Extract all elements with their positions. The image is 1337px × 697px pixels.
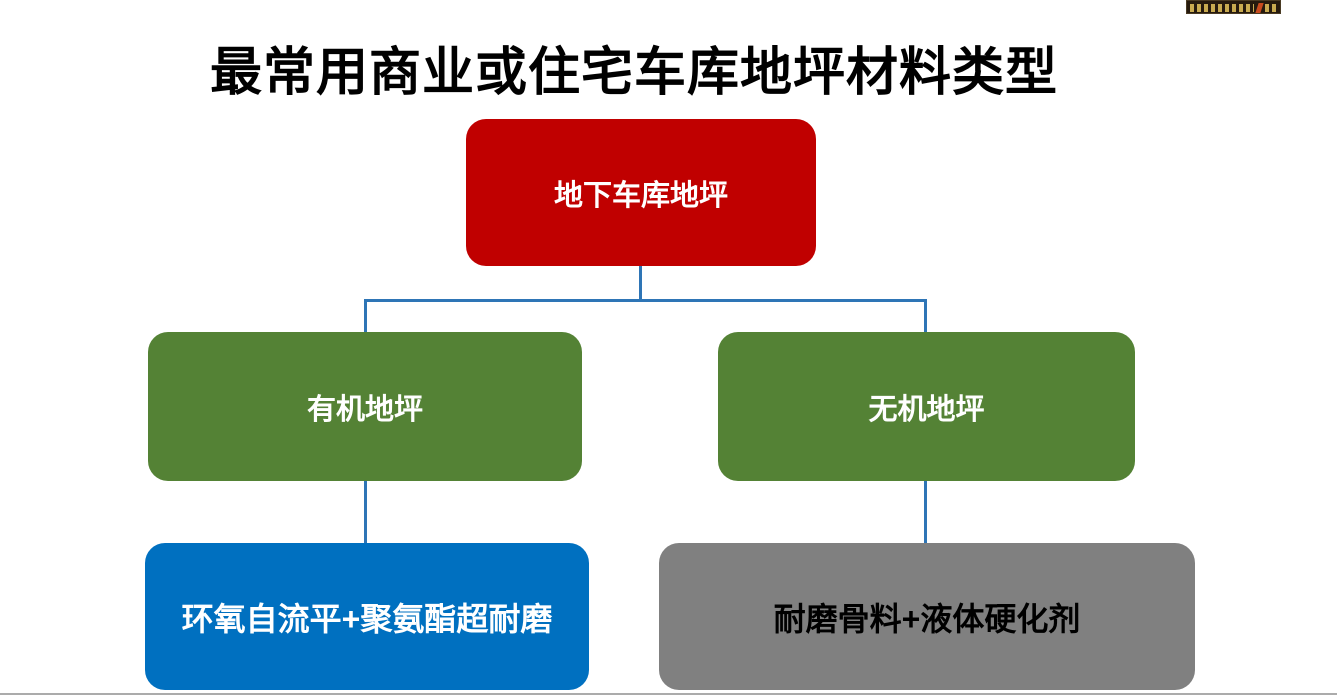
slide-title: 最常用商业或住宅车库地坪材料类型 bbox=[210, 44, 1059, 102]
connector-branch-span bbox=[364, 299, 927, 302]
connector-left-leaf-drop bbox=[364, 481, 367, 543]
node-epoxy-label: 环氧自流平+聚氨酯超耐磨 bbox=[181, 600, 553, 637]
node-aggregate-label: 耐磨骨料+液体硬化剂 bbox=[773, 600, 1081, 637]
node-organic-label: 有机地坪 bbox=[306, 393, 423, 426]
connector-right-branch-drop bbox=[924, 299, 927, 333]
node-root-label: 地下车库地坪 bbox=[553, 179, 728, 212]
node-organic-floor: 有机地坪 bbox=[148, 332, 582, 481]
connector-root-drop bbox=[639, 266, 642, 300]
node-inorganic-label: 无机地坪 bbox=[868, 393, 985, 426]
watermark-text-strip bbox=[1190, 4, 1254, 12]
watermark-text-strip-2 bbox=[1265, 4, 1279, 12]
watermark-red-mark bbox=[1255, 3, 1264, 13]
corner-watermark-badge bbox=[1186, 0, 1281, 14]
node-wear-resistant-aggregate: 耐磨骨料+液体硬化剂 bbox=[659, 543, 1195, 690]
node-underground-garage-floor: 地下车库地坪 bbox=[466, 119, 816, 266]
connector-right-leaf-drop bbox=[924, 481, 927, 543]
node-epoxy-self-leveling: 环氧自流平+聚氨酯超耐磨 bbox=[145, 543, 589, 690]
node-inorganic-floor: 无机地坪 bbox=[718, 332, 1135, 481]
bottom-rule-line bbox=[0, 693, 1337, 695]
connector-left-branch-drop bbox=[364, 299, 367, 333]
